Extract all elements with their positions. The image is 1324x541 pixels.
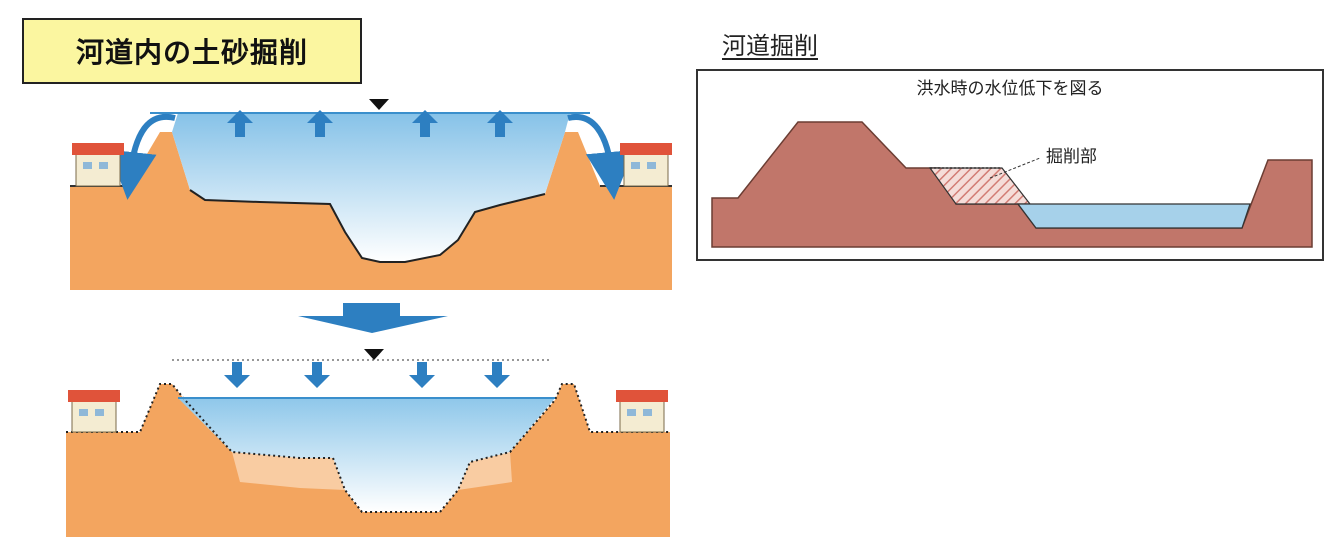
house-left-icon	[72, 143, 124, 187]
transition-arrow-icon	[298, 303, 448, 333]
down-arrow-icon	[304, 362, 330, 388]
section-caption: 洪水時の水位低下を図る	[917, 79, 1104, 99]
before-earth	[70, 132, 672, 290]
after-excavated-zone	[232, 452, 345, 490]
before-excavation-diagram	[70, 99, 672, 290]
before-water	[172, 113, 570, 262]
after-excavated-zone	[458, 452, 512, 490]
excavation-leader-line	[989, 157, 1041, 179]
falling-arrows	[224, 362, 510, 388]
original-riverbed-dotted-line	[66, 383, 670, 513]
house-left-icon	[68, 390, 120, 433]
rising-arrows	[227, 110, 513, 137]
left-title: 河道内の土砂掘削	[22, 18, 362, 84]
down-arrow-icon	[484, 362, 510, 388]
after-excavation-diagram	[66, 349, 670, 537]
excavation-label: 掘削部	[1046, 147, 1097, 167]
up-arrow-icon	[227, 110, 253, 137]
down-arrow-icon	[224, 362, 250, 388]
overflow-arrow-left-icon	[108, 113, 176, 200]
after-earth	[66, 384, 670, 537]
up-arrow-icon	[487, 110, 513, 137]
right-heading: 河道掘削	[722, 32, 818, 60]
section-water	[1016, 203, 1251, 229]
house-right-icon	[616, 390, 668, 433]
water-level-marker-icon	[364, 349, 384, 360]
overflow-arrow-right-icon	[567, 113, 634, 200]
house-right-icon	[620, 143, 672, 187]
before-riverbed-line	[189, 189, 546, 263]
down-arrow-icon	[409, 362, 435, 388]
up-arrow-icon	[307, 110, 333, 137]
up-arrow-icon	[412, 110, 438, 137]
cross-section-diagram: 洪水時の水位低下を図る 掘削部	[696, 69, 1324, 261]
water-level-marker-icon	[369, 99, 389, 110]
